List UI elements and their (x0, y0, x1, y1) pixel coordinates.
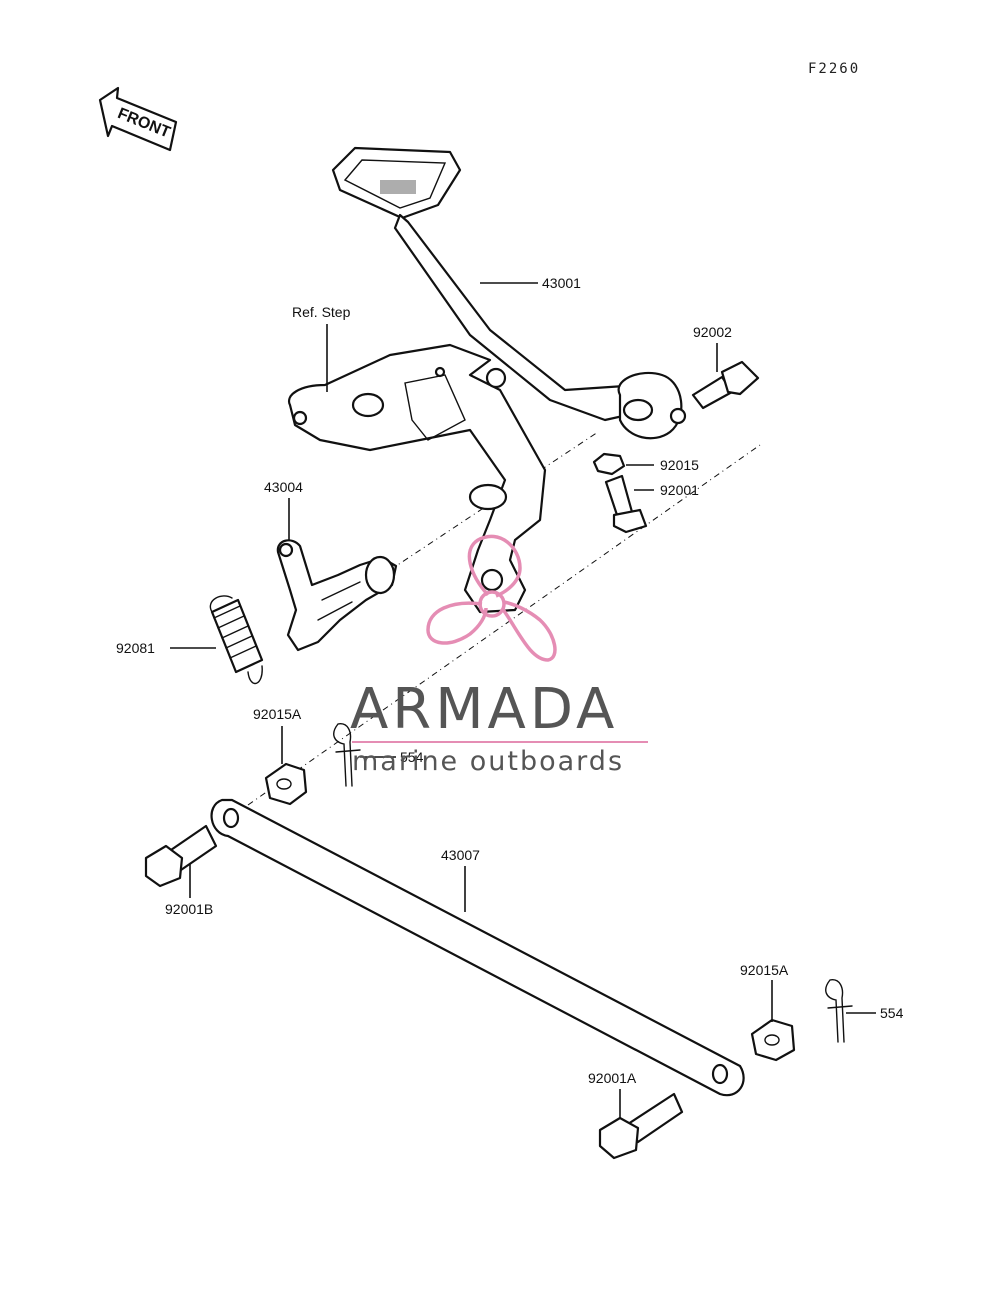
cotter-pin-554-right (825, 979, 853, 1043)
step-bracket (287, 343, 547, 614)
label-92001B: 92001B (165, 901, 213, 917)
nut-92015 (592, 452, 626, 476)
label-92001: 92001 (660, 482, 699, 498)
propeller-logo-icon (426, 534, 557, 662)
brake-rod-43007 (210, 798, 745, 1097)
axis-line (377, 431, 599, 579)
label-43004: 43004 (264, 479, 303, 495)
bolt-92001B (144, 824, 218, 888)
leader-lines (170, 282, 876, 1118)
label-92015A-left: 92015A (253, 706, 302, 722)
label-92015A-right: 92015A (740, 962, 789, 978)
front-arrow-icon: FRONT (98, 86, 178, 152)
watermark: ARMADA marine outboards (350, 534, 648, 777)
diagram-code: F2260 (808, 61, 860, 77)
lever-43004 (276, 539, 398, 652)
label-554-right: 554 (880, 1005, 904, 1021)
label-43001: 43001 (542, 275, 581, 291)
pedal-grip-pattern (380, 180, 416, 194)
label-554-left: 554 (400, 749, 424, 765)
bolt-92001A (598, 1092, 684, 1160)
label-92015: 92015 (660, 457, 699, 473)
bolt-92001 (604, 474, 648, 534)
nut-92015A-left (264, 762, 308, 806)
cotter-pin-554-left (333, 723, 361, 787)
bolt-92002 (691, 360, 760, 410)
label-92001A: 92001A (588, 1070, 637, 1086)
watermark-tagline: marine outboards (352, 746, 624, 777)
spring-92081 (209, 595, 264, 684)
label-43007: 43007 (441, 847, 480, 863)
brake-pedal (331, 146, 687, 440)
watermark-brand: ARMADA (350, 677, 618, 742)
nut-92015A-right (750, 1018, 796, 1062)
label-ref-step: Ref. Step (292, 304, 351, 320)
label-92081: 92081 (116, 640, 155, 656)
label-92002: 92002 (693, 324, 732, 340)
